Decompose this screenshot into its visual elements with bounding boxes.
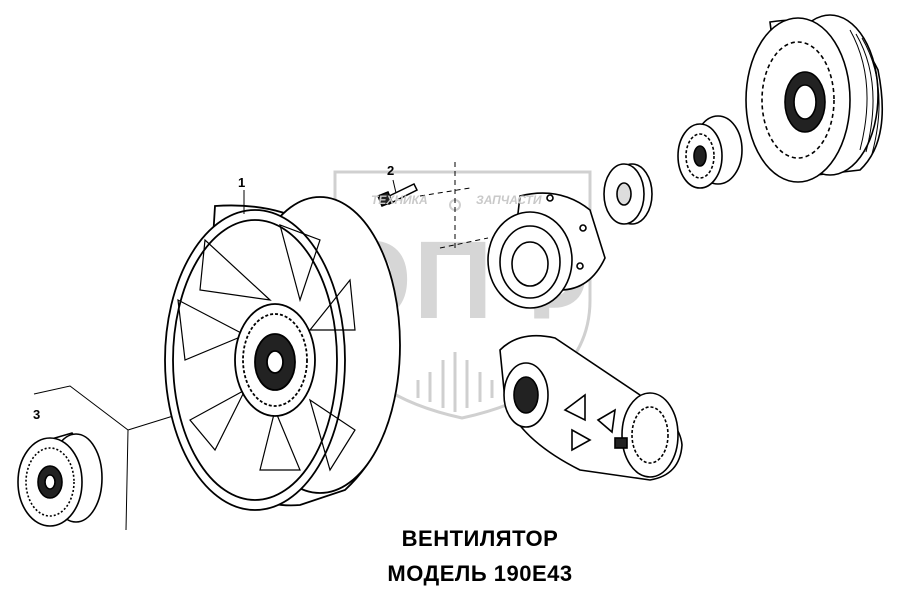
watermark-left-word: ТЕХНИКА: [371, 193, 428, 207]
assembly-axis-line: [419, 162, 489, 252]
caption-model: МОДЕЛЬ 190Е43: [387, 561, 573, 586]
fan-mounting-bolt: [377, 183, 419, 207]
callout-3: 3: [33, 407, 41, 422]
watermark-right-word: ЗАПЧАСТИ: [476, 193, 542, 207]
ball-bearing: [677, 115, 743, 189]
belt-tensioner: [499, 334, 683, 481]
fan: [164, 196, 401, 511]
leader-line-2: [392, 179, 397, 194]
drive-pulley: [745, 14, 884, 183]
spacer-washer: [603, 163, 653, 225]
watermark-wheat-icon: [416, 352, 494, 412]
callout-2: 2: [387, 163, 395, 178]
pulley-hub: [487, 192, 606, 309]
viscous-fan-clutch: [17, 432, 103, 527]
caption-title: ВЕНТИЛЯТОР: [401, 526, 559, 551]
callout-1: 1: [238, 175, 246, 190]
